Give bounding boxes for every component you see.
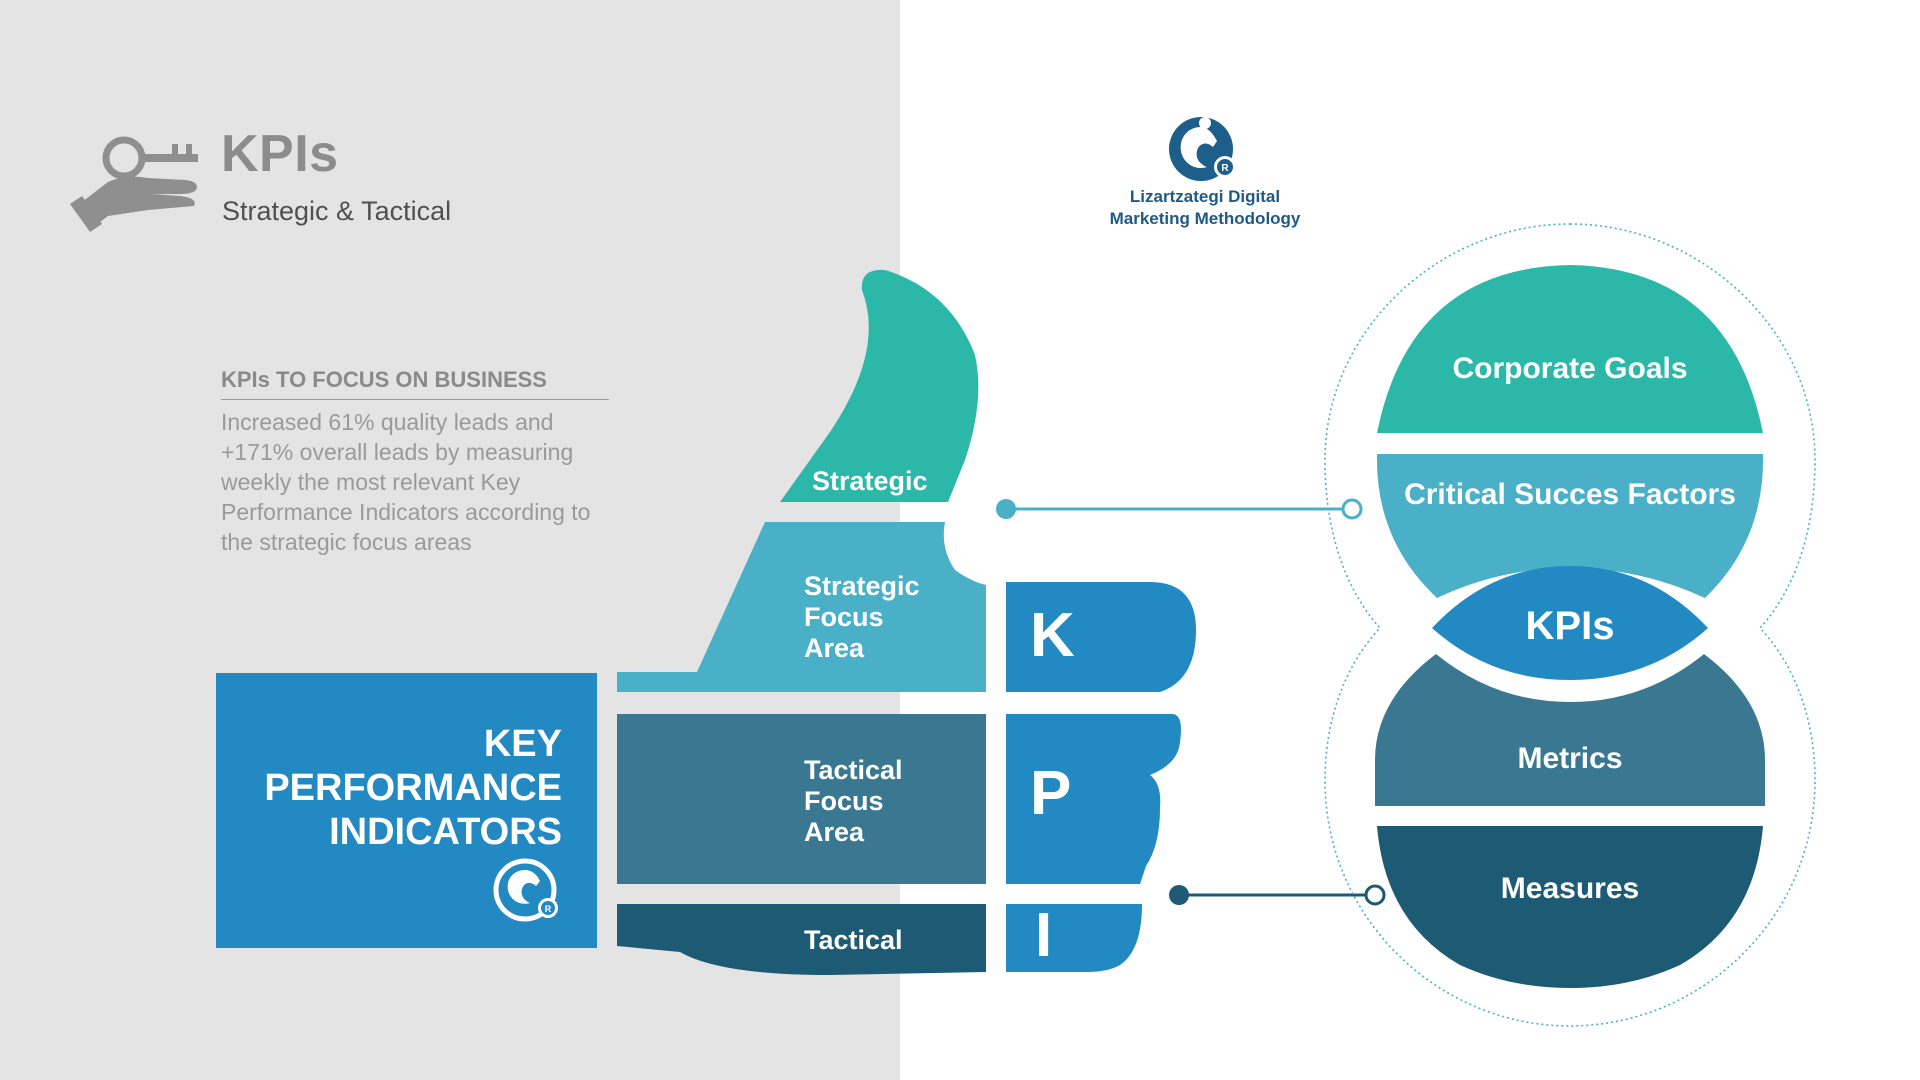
svg-text:R: R bbox=[1221, 163, 1229, 174]
kpis-label: KPIs bbox=[1525, 604, 1615, 648]
brand-name: Lizartzategi Digital Marketing Methodolo… bbox=[1090, 186, 1320, 230]
tactical-label: Tactical bbox=[804, 925, 903, 955]
critical-success-factors-shape bbox=[1376, 454, 1764, 598]
strategic-focus-label: Strategic Focus Area bbox=[804, 571, 920, 664]
kpi-box-line-2: PERFORMANCE bbox=[264, 767, 562, 809]
heading-divider bbox=[221, 399, 609, 400]
strategic-focus-line-1: Strategic bbox=[804, 571, 920, 601]
connector-strategic-end-dot bbox=[1341, 498, 1363, 520]
page-title: KPIs bbox=[221, 125, 339, 183]
strategic-focus-line-2: Focus bbox=[804, 602, 884, 632]
tactical-focus-line-2: Focus bbox=[804, 786, 884, 816]
lizard-registered-logo-icon: R bbox=[1169, 117, 1236, 181]
brand-line-1: Lizartzategi Digital bbox=[1129, 187, 1281, 206]
page-subtitle: Strategic & Tactical bbox=[222, 196, 452, 226]
critical-success-factors-label: Critical Succes Factors bbox=[1404, 478, 1736, 511]
tactical-focus-line-1: Tactical bbox=[804, 755, 903, 785]
strategic-label: Strategic bbox=[812, 466, 928, 496]
connector-tactical-end-dot bbox=[1364, 884, 1386, 906]
thumb-strategic-shape bbox=[780, 269, 979, 502]
letter-k: K bbox=[1030, 601, 1075, 670]
thumb-strategic-focus-shape bbox=[617, 522, 986, 692]
letter-i: I bbox=[1035, 901, 1053, 970]
finger-k-shape bbox=[1006, 582, 1196, 692]
kpi-box bbox=[216, 673, 597, 948]
kpis-lens-shape bbox=[1432, 566, 1708, 680]
brand-line-2: Marketing Methodology bbox=[1109, 209, 1301, 228]
corporate-goals-label: Corporate Goals bbox=[1452, 352, 1688, 385]
key-in-hand-icon bbox=[70, 136, 198, 232]
focus-body-text: Increased 61% quality leads and +171% ov… bbox=[221, 409, 591, 555]
focus-heading: KPIs TO FOCUS ON BUSINESS bbox=[221, 367, 547, 392]
kpi-box-line-1: KEY bbox=[483, 723, 562, 765]
measures-shape bbox=[1377, 826, 1763, 988]
finger-i-shape bbox=[1006, 904, 1142, 972]
metrics-label: Metrics bbox=[1517, 742, 1623, 775]
strategic-focus-line-3: Area bbox=[804, 633, 865, 663]
corporate-goals-shape bbox=[1377, 265, 1763, 433]
tactical-focus-label: Tactical Focus Area bbox=[804, 755, 903, 848]
thumb-tactical-focus-shape bbox=[617, 714, 986, 884]
tactical-focus-line-3: Area bbox=[804, 817, 865, 847]
kpi-box-line-3: INDICATORS bbox=[329, 811, 562, 853]
finger-p-shape bbox=[1006, 714, 1181, 884]
svg-text:R: R bbox=[545, 904, 552, 914]
letter-p: P bbox=[1030, 759, 1072, 828]
connector-tactical-start-dot bbox=[1169, 885, 1189, 905]
metrics-shape bbox=[1375, 654, 1765, 806]
connector-strategic-start-dot bbox=[996, 499, 1016, 519]
measures-label: Measures bbox=[1500, 872, 1640, 905]
thumb-tactical-shape bbox=[617, 904, 986, 975]
kpi-box-label: KEY PERFORMANCE INDICATORS bbox=[236, 722, 562, 854]
dotted-outline bbox=[1324, 223, 1816, 1027]
kpi-box-logo-icon: R bbox=[493, 858, 558, 922]
